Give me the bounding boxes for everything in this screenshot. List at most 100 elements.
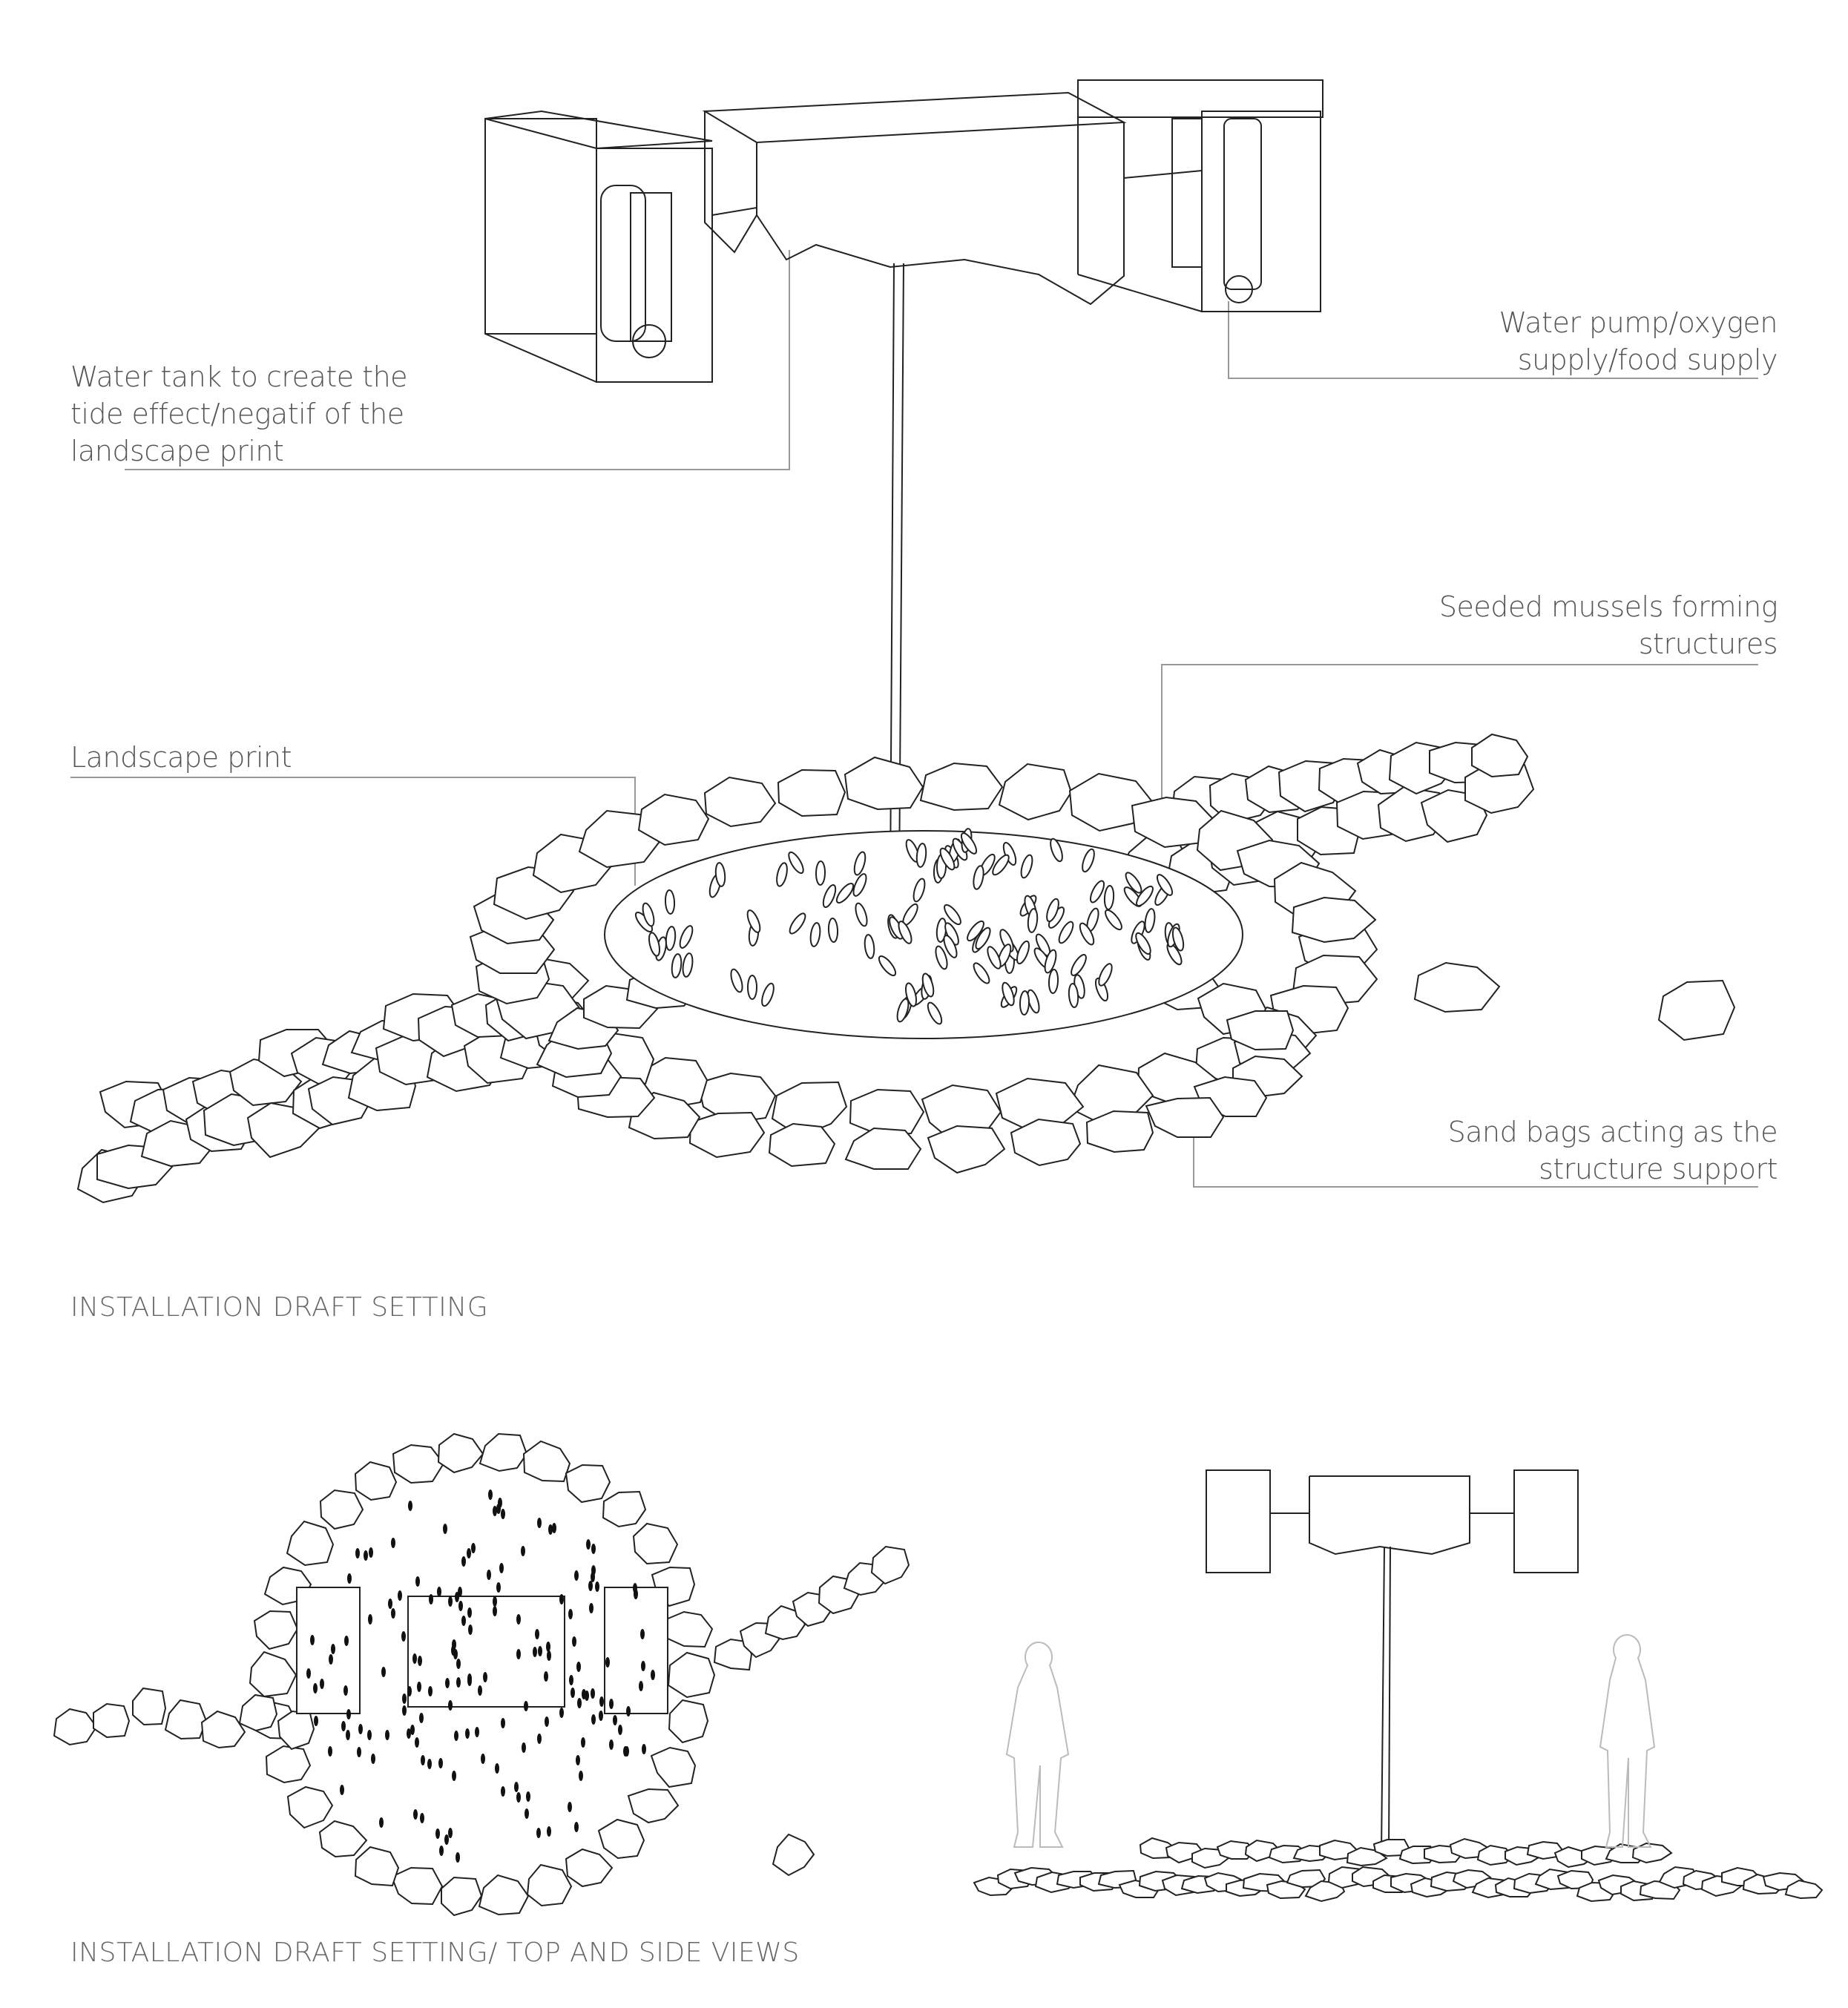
leader-water-tank <box>125 250 790 470</box>
mussel <box>939 847 956 871</box>
label-water-pump: Water pump/oxygen supply/food supply <box>1499 304 1778 378</box>
mussel <box>495 1763 499 1774</box>
mussel <box>344 1636 349 1646</box>
mussel <box>547 1826 551 1837</box>
mussel <box>488 1489 493 1500</box>
person-silhouette-right <box>1599 1633 1656 1848</box>
side-view-left-cage <box>1206 1469 1271 1573</box>
mussel <box>310 1635 315 1645</box>
mussel <box>435 1828 440 1839</box>
mussel <box>1068 983 1079 1008</box>
sandbag <box>478 1874 530 1916</box>
mussel <box>1156 874 1174 896</box>
left-pump-cage <box>484 110 757 383</box>
sandbag <box>265 1745 312 1784</box>
mussel <box>944 903 961 926</box>
mussel <box>896 998 910 1023</box>
mussel <box>407 1686 412 1696</box>
mussel <box>320 1679 324 1689</box>
mussel <box>547 1650 551 1661</box>
mussel <box>461 1616 466 1626</box>
mussel <box>452 1771 456 1781</box>
sandbag <box>844 756 924 811</box>
mussel <box>421 1755 425 1765</box>
label-line: Seeded mussels forming <box>1438 590 1778 623</box>
sandbag <box>441 1876 483 1917</box>
label-line: landscape print <box>70 435 284 467</box>
mussel <box>1125 872 1142 894</box>
mussel <box>1046 898 1059 923</box>
sandbag <box>650 1746 697 1788</box>
mussel <box>581 1737 585 1748</box>
mussel <box>1135 932 1151 955</box>
label-line: Water pump/oxygen <box>1499 306 1778 339</box>
sandbag <box>164 1699 208 1740</box>
mussel <box>591 1688 595 1699</box>
mussel <box>898 921 913 944</box>
mussel <box>428 1686 433 1696</box>
mussel <box>853 851 867 876</box>
mussel <box>398 1590 402 1601</box>
mussel <box>478 1685 482 1696</box>
mussel <box>379 1817 384 1828</box>
sandbag <box>1145 1096 1225 1138</box>
mussel <box>552 1523 556 1533</box>
mussel <box>1089 880 1105 903</box>
mussel <box>417 1682 421 1692</box>
mussel <box>1079 922 1095 946</box>
mussel <box>483 1672 487 1682</box>
mussel <box>761 982 775 1007</box>
mussel <box>516 1792 521 1803</box>
label-line: supply/food supply <box>1517 343 1778 376</box>
top-view-right-cage <box>604 1587 668 1714</box>
mussel <box>381 1667 386 1677</box>
mussel <box>651 1670 655 1680</box>
mussel <box>314 1716 318 1726</box>
mussel <box>445 1678 450 1688</box>
mussel <box>973 962 990 984</box>
sandbag <box>392 1444 445 1484</box>
mussel <box>613 1715 617 1725</box>
sandbag <box>927 1125 1006 1174</box>
mussel <box>905 982 917 1007</box>
title-views: INSTALLATION DRAFT SETTING/ TOP AND SIDE… <box>70 1938 800 1968</box>
mussel <box>496 1582 501 1593</box>
mussel <box>346 1730 350 1740</box>
mussel <box>357 1747 361 1757</box>
mussel <box>609 1699 614 1709</box>
mussel <box>682 952 694 978</box>
mussel <box>475 1727 479 1737</box>
mussel <box>451 1645 456 1656</box>
mussel <box>855 902 868 927</box>
label-mussels: Seeded mussels forming structures <box>1439 588 1778 662</box>
mussel <box>1027 908 1039 933</box>
mussel <box>1144 908 1156 933</box>
sandbag <box>597 1818 645 1860</box>
mussel <box>437 1587 441 1597</box>
sandbag <box>602 1490 647 1528</box>
mussel <box>1002 981 1015 1007</box>
sandbag <box>1085 1110 1154 1153</box>
mussel <box>306 1668 311 1679</box>
mussel <box>822 883 837 909</box>
mussel <box>973 865 984 890</box>
mussel <box>413 1809 418 1820</box>
mussel <box>559 1708 564 1718</box>
sandbag <box>526 1863 573 1907</box>
mussel <box>439 1846 444 1856</box>
sandbag <box>93 1702 131 1739</box>
mussel <box>402 1705 407 1716</box>
sandbag <box>667 1651 716 1699</box>
mussel <box>388 1599 392 1609</box>
label-water-tank: Water tank to create the tide effect/neg… <box>70 358 408 470</box>
label-landscape-print: Landscape print <box>70 741 292 774</box>
mussel <box>444 1834 449 1845</box>
sandbag <box>200 1710 246 1749</box>
side-view-tank <box>1309 1475 1470 1556</box>
sandbag <box>565 1464 611 1504</box>
mussel <box>367 1730 372 1740</box>
mussel <box>391 1608 395 1619</box>
label-line: Water tank to create the <box>70 361 408 393</box>
mussel <box>358 1724 363 1734</box>
